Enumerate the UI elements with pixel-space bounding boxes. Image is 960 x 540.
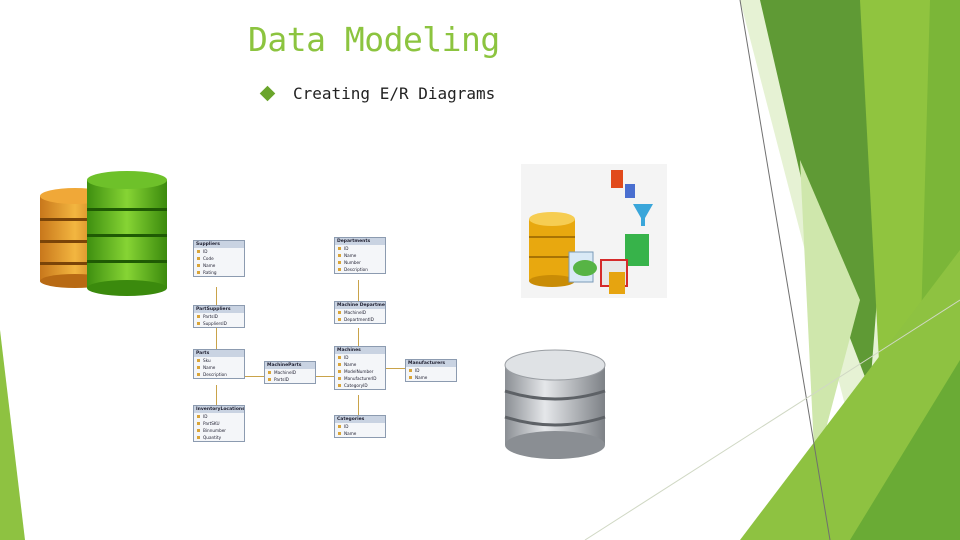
er-field: Name (406, 374, 456, 381)
er-field: Name (335, 252, 385, 259)
er-diagram: Suppliers ID Code Name Rating PartSuppli… (190, 235, 460, 450)
slide-title: Data Modeling (248, 20, 500, 59)
er-entity-title: PartSuppliers (194, 306, 244, 313)
er-field: Name (194, 262, 244, 269)
stacked-databases-icon (40, 171, 167, 296)
facet-line-2 (584, 299, 960, 540)
left-edge-accent (0, 330, 25, 540)
small-database-icon (609, 272, 625, 294)
er-entity-machines: Machines ID Name ModelNumber Manufacture… (334, 346, 386, 390)
er-entity-title: Machines (335, 347, 385, 354)
er-entity-title: Suppliers (194, 241, 244, 248)
er-field: Rating (194, 269, 244, 276)
er-entity-title: Parts (194, 350, 244, 357)
er-entity-partsuppliers: PartSuppliers PartsID SuppliersID (193, 305, 245, 328)
er-field: ID (335, 423, 385, 430)
er-field: Name (194, 364, 244, 371)
er-field: Name (335, 361, 385, 368)
facet-dark-1 (760, 0, 900, 390)
er-field: PartsID (265, 376, 315, 383)
er-field: ManufacturerID (335, 375, 385, 382)
er-entity-title: Manufacturers (406, 360, 456, 367)
er-field: Number (335, 259, 385, 266)
er-field: Binnumber (194, 427, 244, 434)
diamond-bullet-icon (259, 85, 276, 102)
er-field: MachineID (335, 309, 385, 316)
er-field: ID (194, 248, 244, 255)
er-field: Code (194, 255, 244, 262)
er-link-departments-machinedept (358, 280, 359, 301)
er-entity-parts: Parts Sku Name Description (193, 349, 245, 379)
green-database (87, 171, 167, 296)
er-entity-machineparts: MachineParts MachineID PartsID (264, 361, 316, 384)
er-field: Quantity (194, 434, 244, 441)
er-entity-suppliers: Suppliers ID Code Name Rating (193, 240, 245, 277)
facet-dark-2 (850, 360, 960, 540)
er-field: ID (335, 354, 385, 361)
er-field: ModelNumber (335, 368, 385, 375)
er-link-machinedept-machines (358, 328, 359, 346)
er-field: Description (194, 371, 244, 378)
gold-database (529, 212, 575, 287)
er-entity-title: MachineParts (265, 362, 315, 369)
er-entity-departments: Departments ID Name Number Description (334, 237, 386, 274)
er-link-parts-machineparts (243, 376, 264, 377)
er-link-parts-inventory (216, 385, 217, 405)
bullet-item: Creating E/R Diagrams (259, 84, 496, 103)
er-entity-machinedepartments: Machine Departments MachineID Department… (334, 301, 386, 324)
facet-line-1 (739, 0, 831, 540)
database-icon (504, 349, 606, 459)
er-field: Description (335, 266, 385, 273)
er-field: MachineID (265, 369, 315, 376)
er-link-machineparts-machines (314, 376, 334, 377)
er-entity-inventorylocations: InventoryLocations ID PartSKU Binnumber … (193, 405, 245, 442)
er-entity-categories: Categories ID Name (334, 415, 386, 438)
er-field: CategoryID (335, 382, 385, 389)
export-icon (625, 234, 649, 266)
er-field: Sku (194, 357, 244, 364)
calculator-icon (625, 184, 635, 198)
bullet-text: Creating E/R Diagrams (293, 84, 496, 103)
er-field: ID (335, 245, 385, 252)
er-field: ID (406, 367, 456, 374)
er-field: PartSKU (194, 420, 244, 427)
er-entity-title: Departments (335, 238, 385, 245)
red-tool-icon (611, 170, 623, 188)
er-field: PartsID (194, 313, 244, 320)
er-entity-manufacturers: Manufacturers ID Name (405, 359, 457, 382)
er-entity-title: Categories (335, 416, 385, 423)
er-entity-title: Machine Departments (335, 302, 385, 309)
er-link-partsuppliers-parts (216, 328, 217, 349)
er-field: ID (194, 413, 244, 420)
funnel-icon (633, 204, 653, 226)
er-field: Name (335, 430, 385, 437)
er-link-machines-manufacturers (385, 368, 405, 369)
arrow-icon (573, 260, 597, 276)
er-entity-title: InventoryLocations (194, 406, 244, 413)
er-field: SuppliersID (194, 320, 244, 327)
er-field: DepartmentID (335, 316, 385, 323)
er-link-suppliers-partsuppliers (216, 287, 217, 305)
er-link-machines-categories (358, 395, 359, 415)
data-integration-icon (521, 164, 667, 298)
